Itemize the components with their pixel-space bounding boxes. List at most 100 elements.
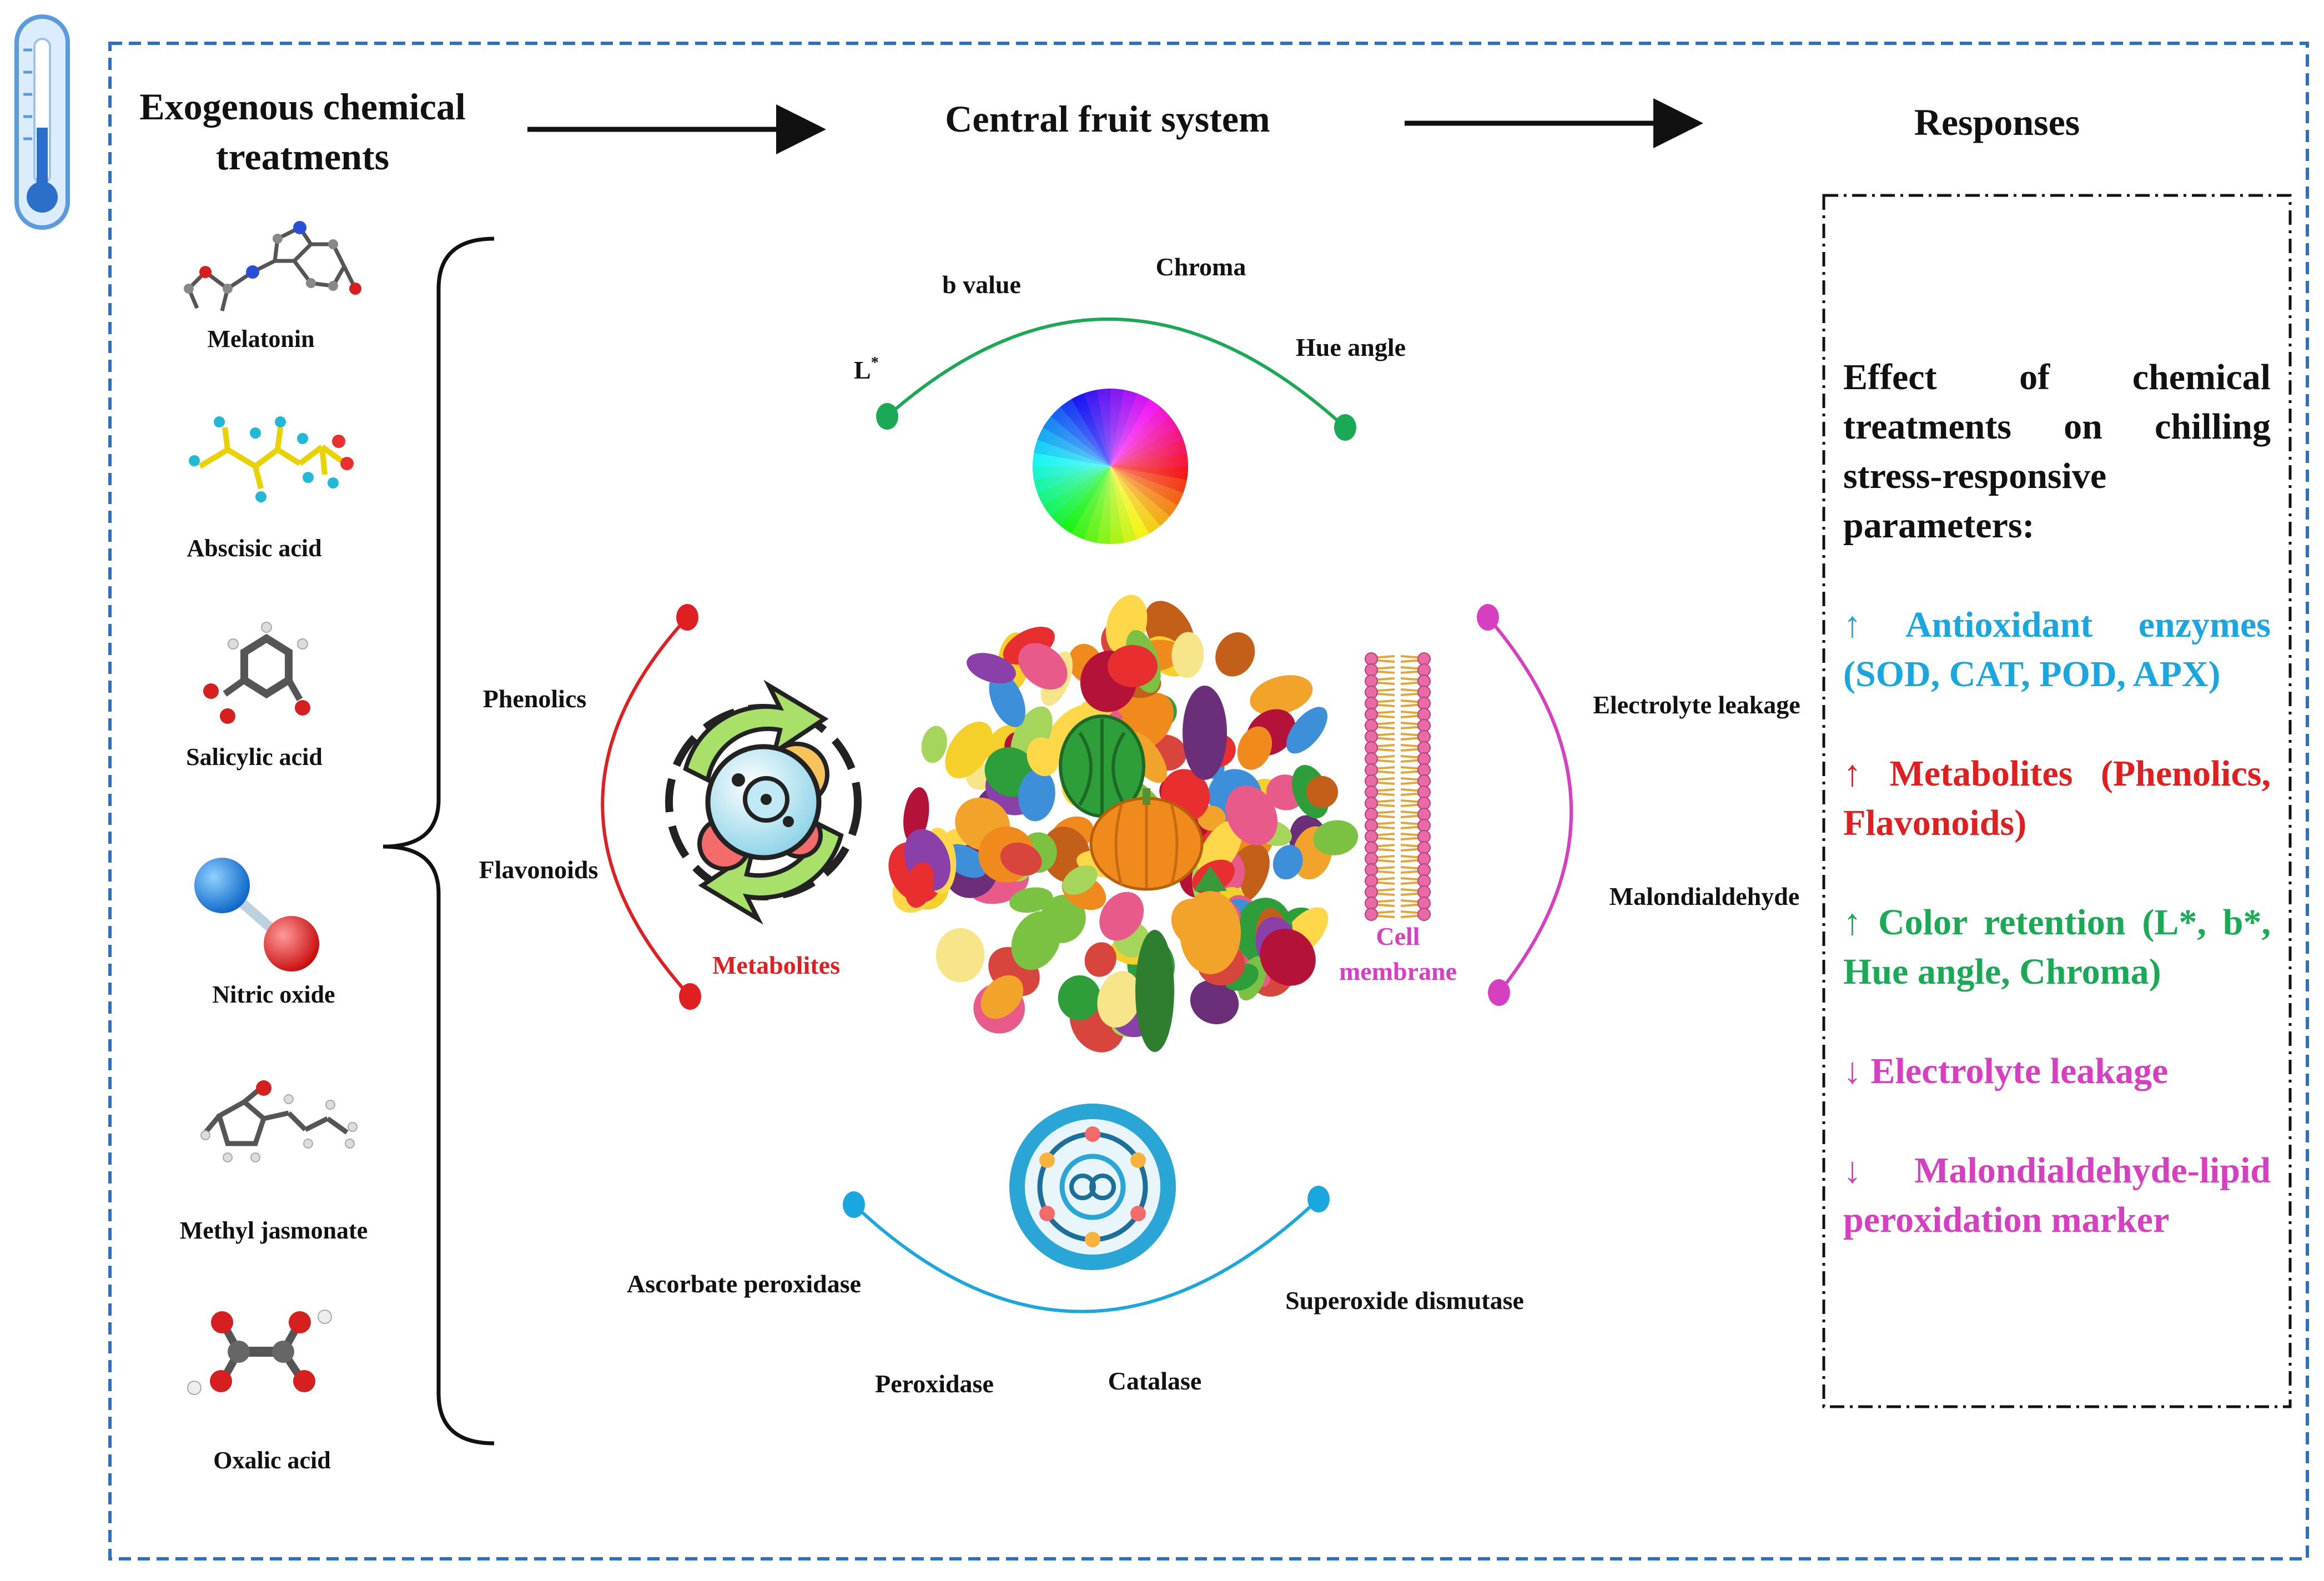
salicylic-acid-molecule	[203, 622, 310, 724]
color-arc	[886, 318, 1347, 429]
response-item-line: Flavonoids)	[1843, 803, 2027, 843]
response-item-mda: ↓ Malondialdehyde-lipid peroxidation mar…	[1843, 1146, 2271, 1245]
fruit-shape	[1250, 675, 1313, 716]
response-item-color-retention: ↑ Color retention (L*, b*, Hue angle, Ch…	[1843, 898, 2271, 996]
color-arc-end-left	[876, 403, 898, 430]
fruit-shape	[1099, 892, 1144, 941]
color-wheel-icon	[1033, 389, 1188, 544]
fruit-shape	[989, 672, 1025, 727]
fruit-shape	[1272, 844, 1303, 880]
chemical-label-salicylic-acid: Salicylic acid	[186, 743, 323, 771]
metabolism-cell-icon	[665, 679, 862, 925]
enzyme-molecule-icon	[1009, 1104, 1176, 1270]
chemical-label-oxalic-acid: Oxalic acid	[213, 1447, 330, 1474]
response-item-antioxidant: ↑ Antioxidant enzymes (SOD, CAT, POD, AP…	[1843, 600, 2271, 699]
fruit-shape	[980, 975, 1024, 1019]
label-phenolics: Phenolics	[483, 684, 587, 713]
membrane-arc-end-top	[1477, 604, 1499, 631]
oxalic-acid-molecule	[187, 1310, 332, 1395]
responses-box	[1822, 194, 2292, 1408]
intro-word-5: on	[2064, 406, 2102, 447]
fruit-shape	[1190, 979, 1239, 1025]
label-l-star: L*	[854, 354, 879, 384]
response-item-line: ↓ Malondialdehyde-lipid	[1843, 1150, 2271, 1191]
fruit-shape	[1042, 704, 1093, 758]
response-item-line: ↓ Electrolyte leakage	[1843, 1051, 2169, 1091]
fruit-shape	[1018, 769, 1055, 822]
fruit-shape	[1097, 971, 1141, 1028]
responses-intro: Effect of chemical treatments on chillin…	[1843, 353, 2271, 550]
fruit-shape	[1225, 785, 1278, 845]
thermometer-icon	[14, 14, 70, 230]
fruit-shape	[1011, 911, 1061, 970]
metabolites-arc-end-bottom	[679, 983, 701, 1010]
header-responses: Responses	[1914, 101, 2080, 143]
enzyme-arc	[852, 1197, 1320, 1313]
methyl-jasmonate-molecule	[200, 1080, 358, 1162]
metabolites-arc-end-top	[676, 604, 698, 631]
fruit-shape	[945, 721, 993, 779]
intro-word-3: chemical	[2132, 357, 2271, 397]
fruit-shape	[1000, 842, 1042, 876]
fruit-shape	[1027, 737, 1059, 777]
response-item-line: peroxidation marker	[1843, 1200, 2170, 1240]
chemical-label-abscisic-acid: Abscisic acid	[187, 535, 321, 562]
response-item-electrolyte: ↓ Electrolyte leakage	[1843, 1046, 2271, 1096]
response-item-line: ↑ Color retention (L*, b*,	[1843, 902, 2271, 943]
color-arc-end-right	[1334, 414, 1356, 441]
responses-text-area: Effect of chemical treatments on chillin…	[1843, 353, 2271, 1245]
response-item-line: ↑ Metabolites (Phenolics,	[1843, 753, 2271, 794]
header-treatments-line1: Exogenous chemical	[139, 85, 465, 128]
fruit-shape	[1237, 726, 1272, 770]
fruit-shape	[1018, 643, 1068, 690]
fruit-shape	[1260, 928, 1316, 986]
intro-word-2: of	[2019, 357, 2050, 397]
lipid-bilayer-icon	[1365, 652, 1431, 921]
fruit-shape	[1058, 975, 1101, 1020]
abscisic-acid-molecule	[189, 416, 354, 502]
fruit-shape	[1062, 865, 1098, 895]
fruit-shape	[1286, 707, 1327, 754]
nitric-oxide-molecule	[194, 858, 319, 971]
response-item-line: Hue angle, Chroma)	[1843, 951, 2161, 992]
fruit-shape	[905, 862, 934, 908]
enzyme-arc-end-right	[1307, 1186, 1330, 1212]
melatonin-molecule	[184, 221, 361, 311]
label-chroma: Chroma	[1156, 253, 1246, 281]
outer-frame	[108, 42, 2309, 1560]
intro-word-4: treatments	[1843, 406, 2011, 447]
chemical-label-methyl-jasmonate: Methyl jasmonate	[180, 1217, 368, 1244]
response-item-metabolites: ↑ Metabolites (Phenolics, Flavonoids)	[1843, 749, 2271, 848]
enzyme-arc-end-left	[843, 1191, 865, 1218]
fruit-shape	[935, 928, 985, 983]
label-electrolyte-leakage: Electrolyte leakage	[1593, 691, 1800, 719]
label-malondialdehyde: Malondialdehyde	[1609, 882, 1800, 910]
metabolites-arc	[601, 616, 692, 998]
fruit-shape	[1084, 942, 1116, 977]
chemical-label-nitric-oxide: Nitric oxide	[212, 981, 335, 1008]
label-cell-membrane-line1: Cell	[1376, 922, 1420, 950]
label-flavonoids: Flavonoids	[479, 855, 598, 884]
membrane-arc	[1486, 616, 1573, 994]
intro-word-6: chilling	[2154, 406, 2271, 447]
intro-line-3: stress-responsive	[1843, 456, 2107, 496]
label-catalase: Catalase	[1108, 1367, 1202, 1395]
chemical-label-melatonin: Melatonin	[207, 325, 314, 353]
fruit-shape	[967, 653, 1016, 684]
fruit-vegetable-collage	[888, 595, 1359, 1053]
treatments-brace	[383, 236, 495, 1446]
fruit-shape	[1215, 632, 1255, 677]
fruit-shape	[1171, 632, 1204, 678]
label-b-value: b value	[942, 270, 1021, 299]
label-ascorbate-peroxidase: Ascorbate peroxidase	[627, 1270, 861, 1298]
label-hue-angle: Hue angle	[1296, 333, 1406, 361]
header-central-fruit-system: Central fruit system	[945, 98, 1270, 140]
label-metabolites: Metabolites	[712, 951, 840, 979]
label-superoxide-dismutase: Superoxide dismutase	[1285, 1286, 1524, 1315]
fruit-shape	[1306, 776, 1339, 808]
fruit-shape	[921, 726, 947, 763]
label-cell-membrane-line2: membrane	[1339, 957, 1457, 985]
membrane-arc-end-bottom	[1488, 979, 1510, 1006]
fruit-shape	[1009, 887, 1053, 913]
